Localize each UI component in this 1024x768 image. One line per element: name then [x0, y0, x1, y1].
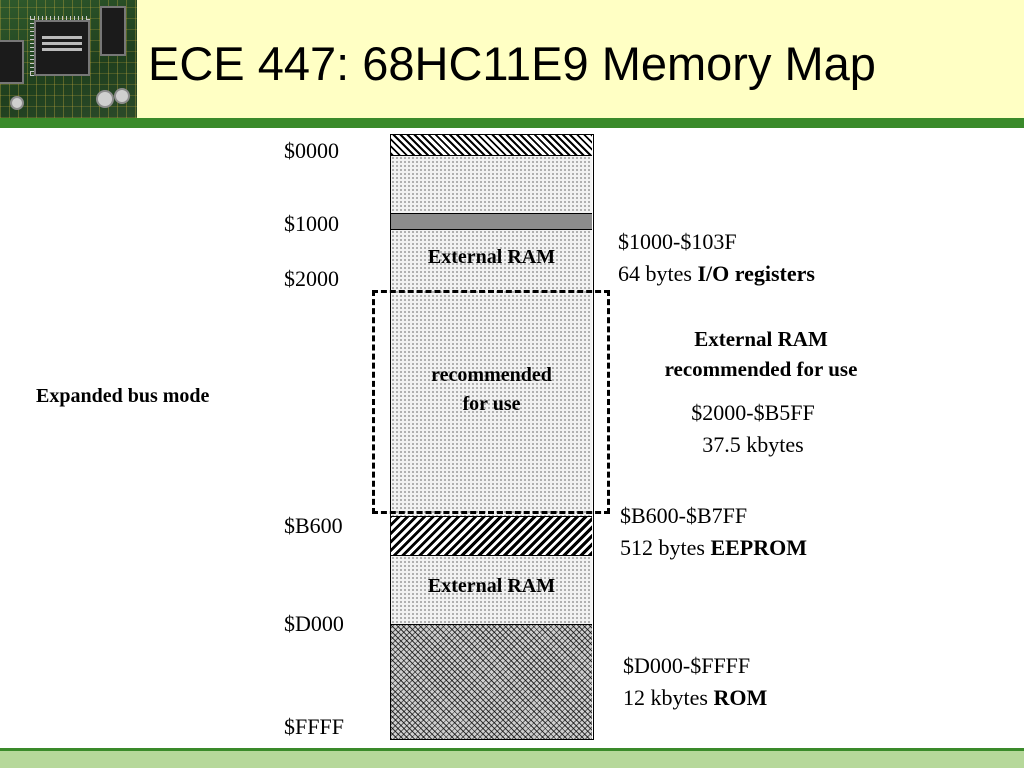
note-eeprom-range: $B600-$B7FF: [620, 503, 748, 528]
note-io-size: 64 bytes: [618, 260, 692, 286]
note-external-ram-range: $2000-$B5FF 37.5 kbytes: [650, 397, 856, 461]
note-rom: $D000-$FFFF 12 kbytes ROM: [623, 650, 767, 714]
microcontroller-chip-graphic: [34, 20, 90, 76]
note-io-name: I/O registers: [697, 260, 815, 286]
note-eeprom-size: 512 bytes: [620, 534, 705, 560]
note-io-detail: 64 bytes I/O registers: [618, 258, 815, 290]
note-rom-size: 12 kbytes: [623, 684, 708, 710]
chip-graphic: [100, 6, 126, 56]
address-2000: $2000: [284, 266, 339, 291]
note-rom-detail: 12 kbytes ROM: [623, 682, 767, 714]
note-io-registers: $1000-$103F 64 bytes I/O registers: [618, 226, 815, 290]
segment-external-ram: [391, 229, 592, 516]
slide-title: ECE 447: 68HC11E9 Memory Map: [148, 37, 876, 90]
note-rom-name: ROM: [713, 684, 768, 710]
header-divider: [0, 118, 1024, 128]
slide-header: ECE 447: 68HC11E9 Memory Map: [0, 0, 1024, 118]
segment-internal-ram: [391, 155, 592, 213]
address-ffff: $FFFF: [284, 714, 344, 739]
segment-eeprom: [391, 516, 592, 555]
segment-external-ram-lower: [391, 555, 592, 624]
slide-footer: [0, 748, 1024, 768]
note-external-ram-title: External RAM recommended for use: [636, 324, 886, 385]
expanded-bus-mode-label: Expanded bus mode: [36, 385, 210, 407]
segment-io-registers: [391, 213, 592, 229]
note-ram-range: $2000-$B5FF: [691, 400, 815, 425]
label-external-ram-lower: External RAM: [427, 575, 556, 597]
memory-map-frame: [390, 134, 594, 740]
note-eeprom-name: EEPROM: [710, 534, 808, 560]
segment-rom: [391, 624, 592, 739]
recommended-ram-highlight: [372, 290, 610, 514]
note-eeprom: $B600-$B7FF 512 bytes EEPROM: [620, 500, 807, 564]
address-b600: $B600: [284, 513, 343, 538]
note-ram-size: 37.5 kbytes: [702, 431, 804, 457]
address-d000: $D000: [284, 611, 344, 636]
label-recommended: recommended: [431, 364, 552, 386]
capacitor-graphic: [10, 96, 24, 110]
circuit-board-image: [0, 0, 137, 118]
capacitor-graphic: [96, 90, 114, 108]
note-rom-range: $D000-$FFFF: [623, 653, 751, 678]
label-external-ram-upper: External RAM: [427, 246, 556, 268]
note-ram-title-line1: External RAM: [694, 327, 828, 351]
capacitor-graphic: [114, 88, 130, 104]
note-eeprom-detail: 512 bytes EEPROM: [620, 532, 807, 564]
chip-graphic: [0, 40, 24, 84]
label-for-use: for use: [462, 393, 521, 415]
note-ram-title-line2: recommended for use: [664, 357, 858, 382]
note-io-range: $1000-$103F: [618, 229, 737, 254]
address-0000: $0000: [284, 138, 339, 163]
segment-0000-internal: [391, 135, 592, 155]
address-1000: $1000: [284, 211, 339, 236]
